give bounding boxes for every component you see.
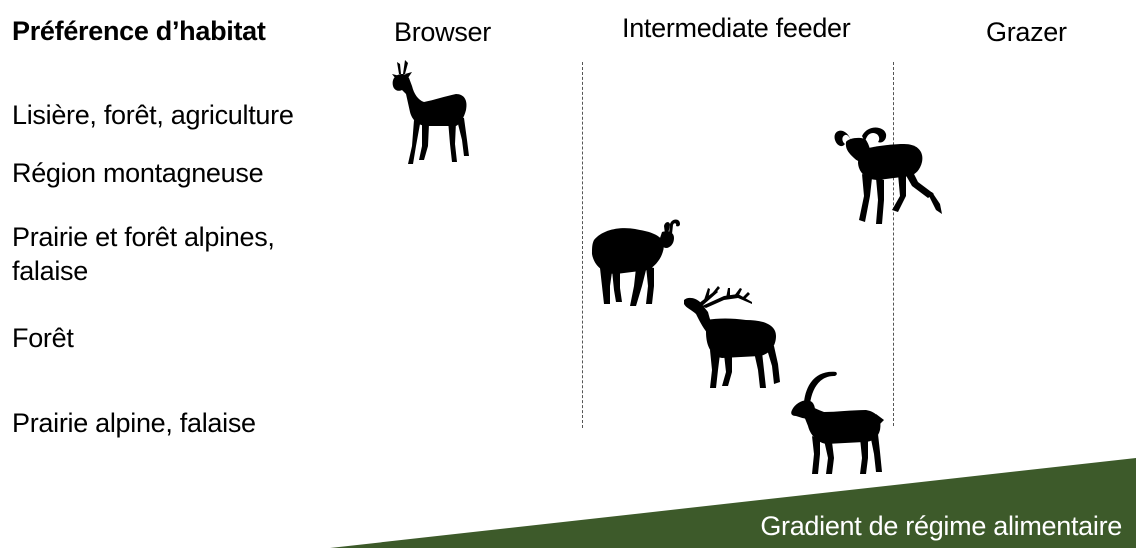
- column-header-intermediate-feeder: Intermediate feeder: [622, 13, 851, 43]
- column-header-browser: Browser: [394, 17, 491, 47]
- ibex-icon: [791, 371, 884, 474]
- habitat-label-forest: Forêt: [12, 323, 74, 353]
- habitat-label-alpine-meadow-forest-cliff: Prairie et forêt alpines, falaise: [12, 222, 275, 286]
- diet-gradient-label: Gradient de régime alimentaire: [760, 511, 1122, 541]
- mouflon-icon: [834, 127, 942, 224]
- page-title: Préférence d’habitat: [12, 16, 266, 46]
- habitat-label-mountain-region: Région montagneuse: [12, 158, 264, 188]
- divider-browser-intermediate: [582, 62, 583, 428]
- red-deer-icon: [684, 286, 780, 388]
- roe-deer-icon: [392, 60, 469, 164]
- column-header-grazer: Grazer: [986, 17, 1067, 47]
- chamois-icon: [592, 219, 680, 306]
- habitat-label-edge-forest-agriculture: Lisière, forêt, agriculture: [12, 100, 294, 130]
- divider-intermediate-grazer: [893, 62, 894, 426]
- gradient-wedge-shape: [330, 458, 1136, 548]
- habitat-label-alpine-meadow-cliff: Prairie alpine, falaise: [12, 408, 256, 438]
